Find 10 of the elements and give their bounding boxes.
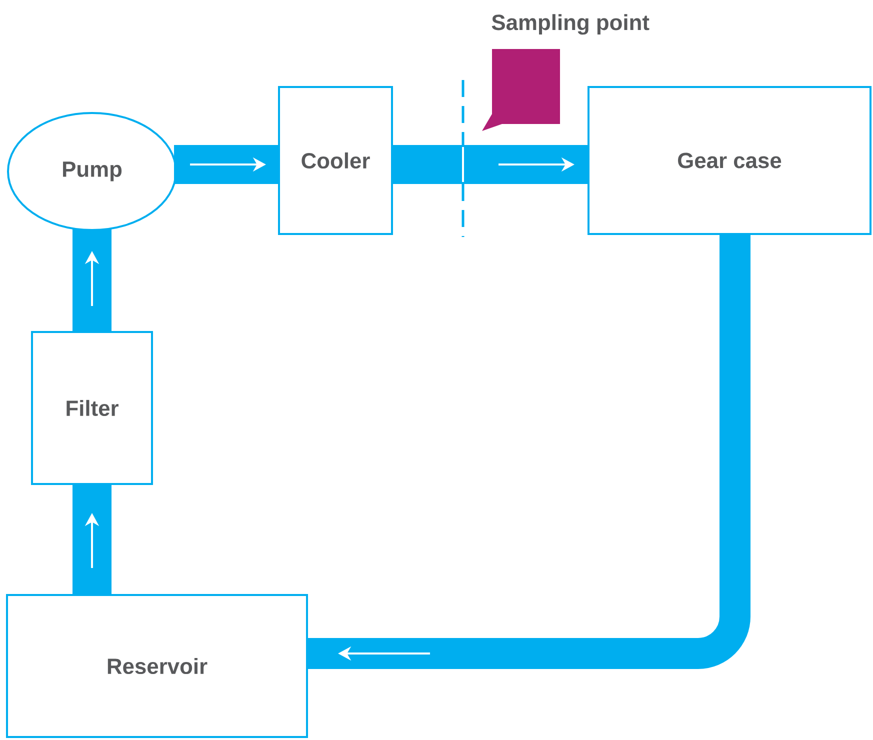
component-box: Cooler bbox=[278, 86, 393, 235]
pipe-arrow bbox=[393, 145, 588, 184]
pipe-arrow bbox=[308, 235, 750, 669]
pipe-arrow bbox=[72, 229, 112, 331]
component-box: Filter bbox=[31, 331, 153, 485]
pipe-arrow bbox=[174, 145, 278, 184]
pipe-arrow bbox=[72, 485, 112, 594]
component-box: Gear case bbox=[588, 86, 872, 235]
callout-label: Sampling point bbox=[492, 14, 650, 35]
component-box: Reservoir bbox=[6, 594, 308, 738]
